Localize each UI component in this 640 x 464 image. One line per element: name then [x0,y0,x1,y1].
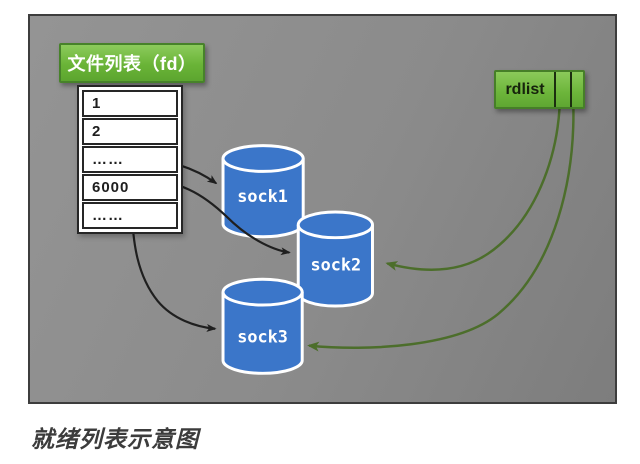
fd-table-row: 6000 [82,174,178,201]
rdlist-node: rdlist [494,70,585,109]
diagram-canvas: sock1 sock2 sock3 [130,107,575,375]
fd-table-row: 2 [82,118,178,145]
fd-table-row: 1 [82,90,178,117]
rdlist-pointer-divider [570,72,572,107]
figure-caption: 就绪列表示意图 [31,426,199,452]
fd-row-value: 1 [92,95,102,112]
sock2-cylinder: sock2 [296,210,374,308]
sock1-label: sock1 [237,186,288,206]
rdlist-pointer-divider [554,72,556,107]
rdlist-label: rdlist [505,80,545,98]
fd-row-value: …… [92,207,124,224]
sock1-cylinder: sock1 [221,144,305,239]
fd-table-row: …… [82,146,178,173]
sock3-label: sock3 [237,327,288,347]
sock2-label: sock2 [311,254,362,274]
fd-list-header: 文件列表（fd） [59,43,205,83]
rdlist-to-sock3-arrow [307,108,575,352]
fd-row5-to-sock3-arrow [130,211,217,332]
fd-row-value: 2 [92,123,102,140]
rdlist-to-sock2-arrow [385,107,561,272]
sock3-cylinder: sock3 [221,277,304,375]
diagram-frame: sock1 sock2 sock3 文件列表（fd） [28,14,617,404]
fd-table: 1 2 …… 6000 …… [77,85,183,234]
fd-table-row: …… [82,202,178,229]
fd-row-value: 6000 [92,179,130,196]
fd-row-value: …… [92,151,124,168]
